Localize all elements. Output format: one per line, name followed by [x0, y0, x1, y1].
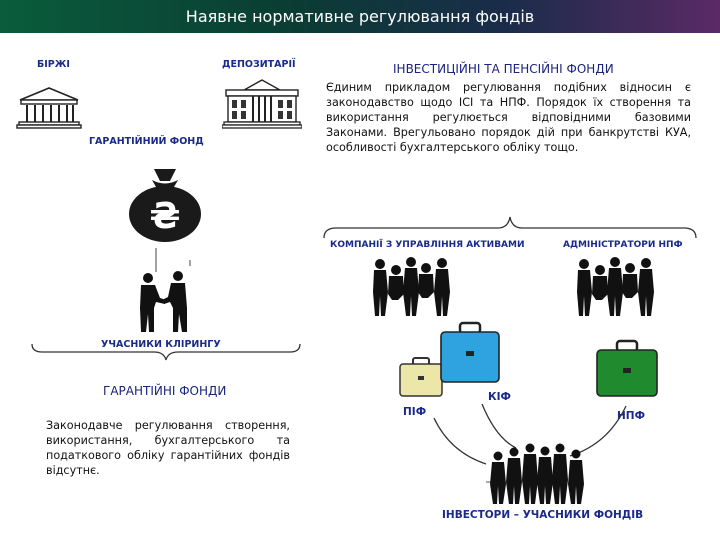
funds-brace [322, 214, 698, 240]
money-bag-icon: ₴ [124, 165, 206, 245]
currency-symbol: ₴ [150, 196, 181, 237]
depository-building-icon [222, 78, 302, 130]
label-kif: КІФ [488, 391, 511, 403]
briefcase-npf-icon [594, 338, 660, 400]
label-exchanges: БІРЖІ [37, 59, 70, 70]
label-npf-admins: АДМІНІСТРАТОРИ НПФ [563, 240, 683, 250]
label-guarantee-fund: ГАРАНТІЙНИЙ ФОНД [89, 136, 204, 147]
heading-guarantee-funds: ГАРАНТІЙНІ ФОНДИ [103, 384, 227, 398]
label-npf: НПФ [617, 410, 645, 422]
handshake-icon [128, 242, 198, 334]
page-title: Наявне нормативне регулювання фондів [185, 7, 535, 26]
label-investors: ІНВЕСТОРИ – УЧАСНИКИ ФОНДІВ [442, 509, 644, 521]
people-group-icon [574, 256, 658, 318]
bank-building-icon [16, 86, 82, 130]
guarantee-funds-text: Законодавче регулювання створення, викор… [46, 419, 290, 477]
investment-funds-text: Єдиним прикладом регулювання подібних ві… [326, 81, 691, 154]
investors-group-icon [484, 442, 594, 506]
clearing-brace [30, 342, 302, 362]
heading-investment-funds: ІНВЕСТИЦІЙНІ ТА ПЕНСІЙНІ ФОНДИ [393, 62, 614, 76]
people-group-icon [370, 256, 454, 318]
header-bar: Наявне нормативне регулювання фондів [0, 0, 720, 33]
briefcase-kif-icon [438, 320, 502, 386]
label-clearing-participants: УЧАСНИКИ КЛІРИНГУ [101, 339, 221, 350]
label-pif: ПІФ [403, 406, 427, 418]
label-asset-managers: КОМПАНІЇ З УПРАВЛІННЯ АКТИВАМИ [330, 240, 525, 250]
label-depositories: ДЕПОЗИТАРІЇ [222, 59, 296, 70]
